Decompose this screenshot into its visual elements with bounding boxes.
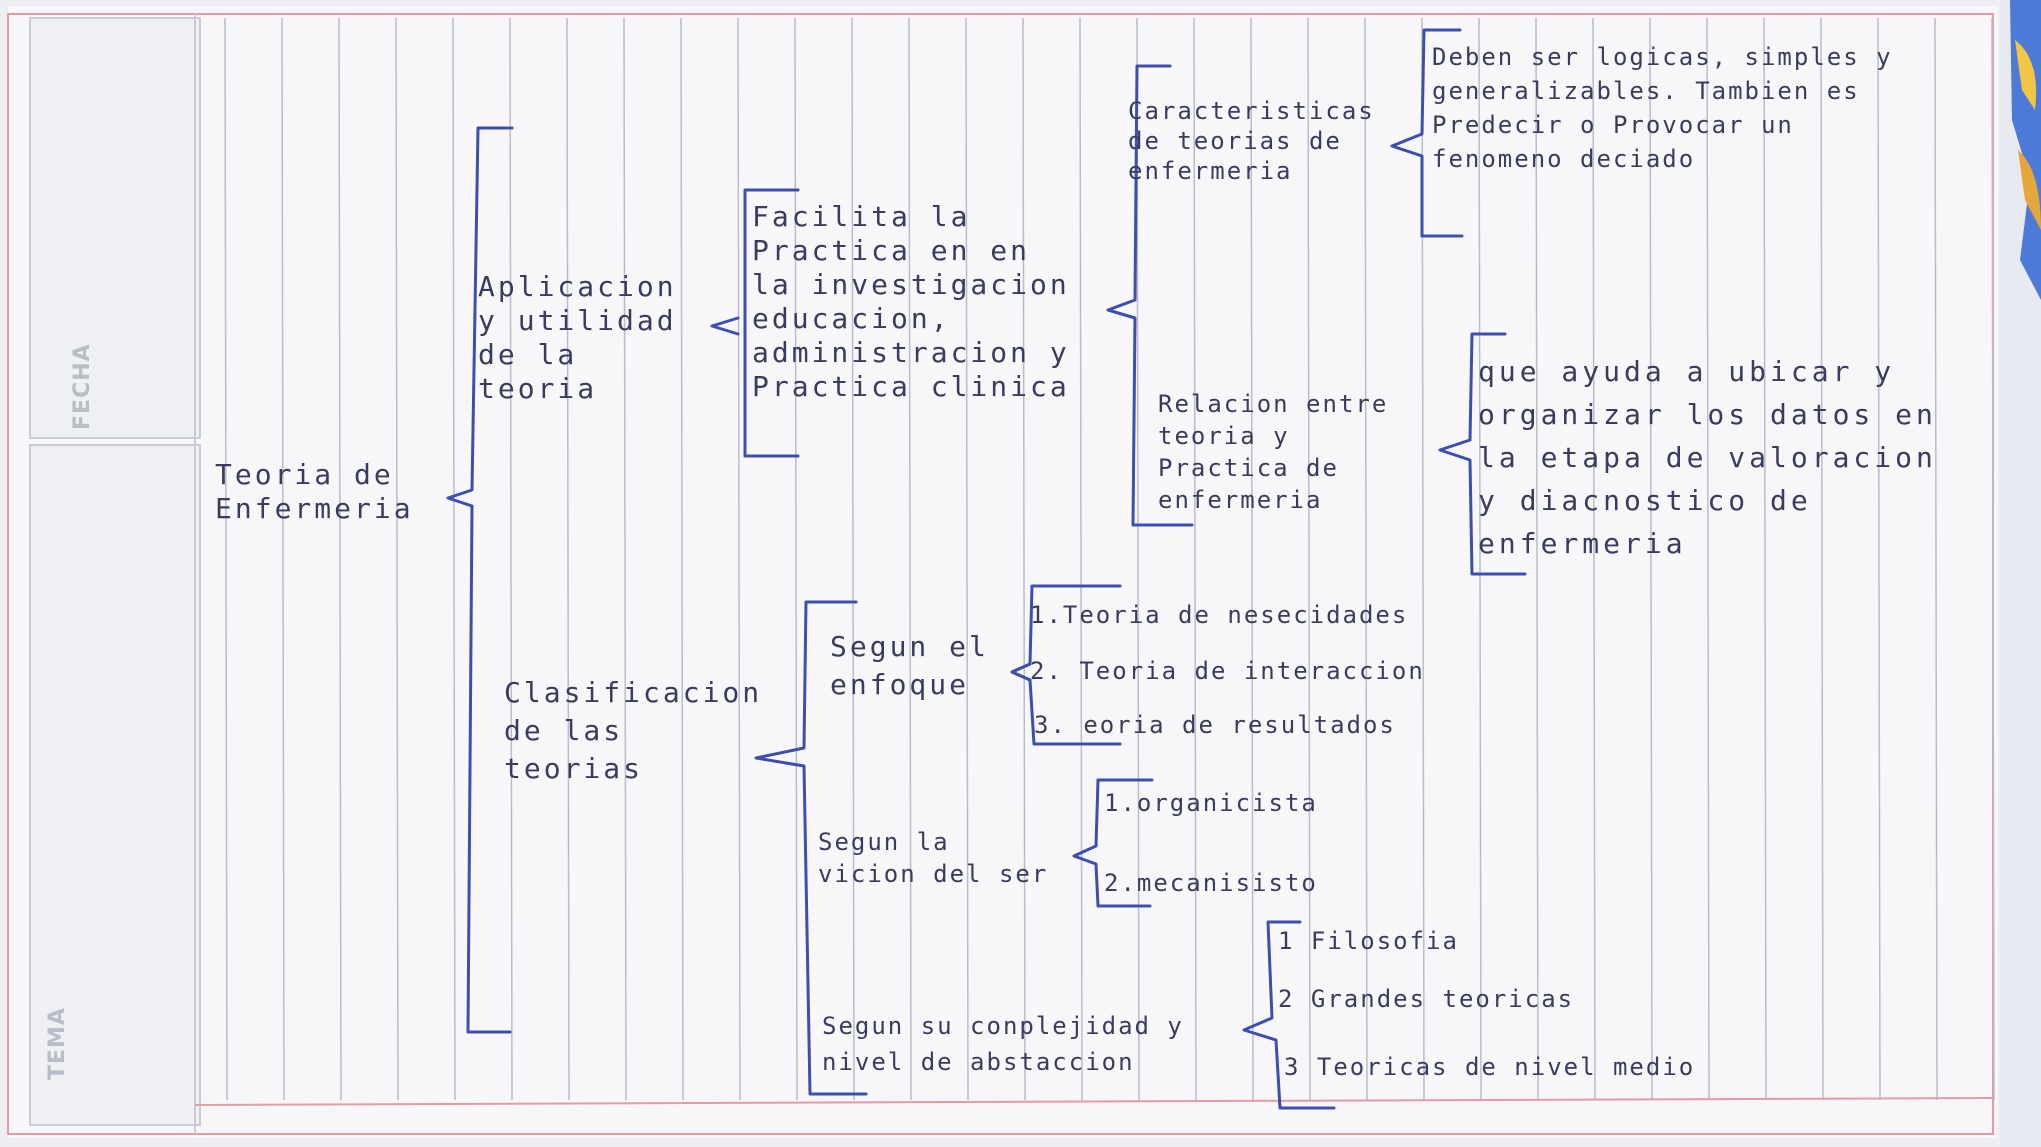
rule-line xyxy=(1649,17,1653,1101)
rule-line xyxy=(1193,17,1197,1101)
complejidad-item-3: 3 Teoricas de nivel medio xyxy=(1284,1053,1696,1081)
vision-bracket xyxy=(1072,778,1154,908)
clasificacion-node: Clasificacion de las teorias xyxy=(504,676,763,785)
rule-line xyxy=(737,17,741,1101)
caracteristicas-relacion-bracket xyxy=(1106,64,1194,527)
rule-line xyxy=(680,17,684,1101)
rule-line xyxy=(1535,17,1539,1101)
rule-line xyxy=(566,17,570,1101)
relacion-node: Relacion entre teoria y Practica de enfe… xyxy=(1158,390,1389,514)
rule-line xyxy=(1250,17,1254,1101)
complejidad-item-1: 1 Filosofia xyxy=(1278,927,1459,955)
rule-line xyxy=(1478,17,1482,1101)
rule-line xyxy=(908,17,912,1101)
rule-line xyxy=(1991,17,1995,1101)
rule-line xyxy=(851,17,855,1101)
enfoque-item-3: 3. eoria de resultados xyxy=(1034,711,1396,739)
rule-line xyxy=(1022,17,1026,1101)
relacion-detail: que ayuda a ubicar y organizar los datos… xyxy=(1478,355,1937,560)
vision-node: Segun la vicion del ser xyxy=(818,828,1049,888)
rule-line xyxy=(452,17,456,1101)
rule-line xyxy=(395,17,399,1101)
rule-line xyxy=(281,17,285,1101)
rule-line xyxy=(1364,17,1368,1101)
vision-item-2: 2.mecanisisto xyxy=(1104,869,1318,897)
rule-line xyxy=(1934,17,1938,1101)
clasificacion-bracket xyxy=(754,600,868,1096)
rule-line xyxy=(1307,17,1311,1101)
aplicacion-arrow xyxy=(710,316,740,336)
rule-line xyxy=(623,17,627,1101)
caracteristicas-node: Caracteristicas de teorias de enfermeria xyxy=(1128,97,1375,185)
rule-line xyxy=(1763,17,1767,1101)
rule-line xyxy=(338,17,342,1101)
rule-line xyxy=(1079,17,1083,1101)
rule-line xyxy=(1706,17,1710,1101)
complejidad-node: Segun su conplejidad y nivel de abstacci… xyxy=(822,1012,1184,1076)
rule-line xyxy=(1877,17,1881,1101)
complejidad-bracket xyxy=(1242,920,1336,1110)
enfoque-item-1: 1.Teoria de nesecidades xyxy=(1030,601,1409,629)
vision-item-1: 1.organicista xyxy=(1104,789,1318,817)
rule-line xyxy=(965,17,969,1101)
root-node: Teoria de Enfermeria xyxy=(215,458,425,526)
root-label: Teoria de Enfermeria xyxy=(215,458,414,525)
caracteristicas-detail: Deben ser logicas, simples y generalizab… xyxy=(1432,43,1893,173)
enfoque-arrow xyxy=(1010,662,1032,682)
facilita-bracket xyxy=(743,188,800,458)
rule-line xyxy=(1592,17,1596,1101)
complejidad-item-2: 2 Grandes teoricas xyxy=(1278,985,1575,1013)
rule-line xyxy=(1820,17,1824,1101)
enfoque-node: Segun el enfoque xyxy=(830,630,989,701)
aplicacion-node: Aplicacion y utilidad de la teoria xyxy=(478,270,677,405)
enfoque-item-2: 2. Teoria de interaccion xyxy=(1030,657,1425,685)
rule-line xyxy=(224,17,228,1101)
rule-line xyxy=(794,17,798,1101)
facilita-node: Facilita la Practica en en la investigac… xyxy=(752,200,1070,403)
rule-line xyxy=(509,17,513,1101)
root-bracket xyxy=(446,126,514,1034)
caracteristicas-detail-bracket xyxy=(1390,28,1464,238)
relacion-detail-bracket xyxy=(1438,332,1527,576)
